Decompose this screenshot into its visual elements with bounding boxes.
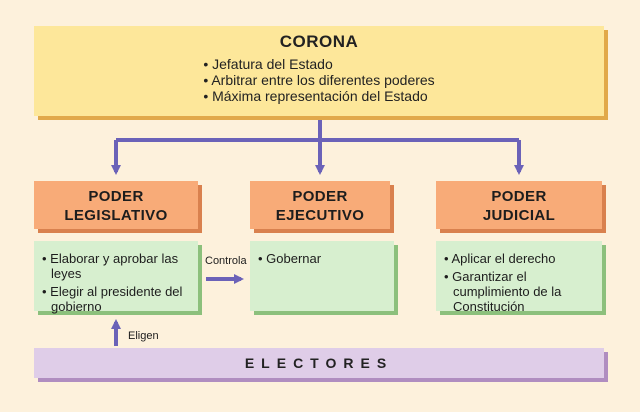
corona-box: CORONA Jefatura del Estado Arbitrar entr… xyxy=(34,26,604,116)
header-line: PODER xyxy=(292,188,348,205)
function-item: Gobernar xyxy=(258,251,388,266)
header-line: PODER xyxy=(491,188,547,205)
corona-item: Jefatura del Estado xyxy=(203,56,434,72)
corona-item: Máxima representación del Estado xyxy=(203,88,434,104)
legislativo-functions: Elaborar y aprobar las leyes Elegir al p… xyxy=(34,241,198,314)
electores-box: ELECTORES xyxy=(34,348,604,378)
poder-ejecutivo-header: PODER EJECUTIVO xyxy=(250,181,390,229)
corona-title: CORONA xyxy=(279,32,359,51)
poder-judicial-header: PODER JUDICIAL xyxy=(436,181,602,229)
judicial-functions: Aplicar el derecho Garantizar el cumplim… xyxy=(436,241,602,314)
poder-legislativo-header: PODER LEGISLATIVO xyxy=(34,181,198,229)
controla-label: Controla xyxy=(205,255,247,267)
function-item: Garantizar el cumplimiento de la Constit… xyxy=(444,269,596,314)
header-line: EJECUTIVO xyxy=(275,207,365,224)
corona-list: Jefatura del Estado Arbitrar entre los d… xyxy=(203,56,434,104)
function-item: Aplicar el derecho xyxy=(444,251,596,266)
header-line: JUDICIAL xyxy=(482,207,556,224)
ejecutivo-functions: Gobernar xyxy=(250,241,394,311)
eligen-label: Eligen xyxy=(128,330,159,342)
corona-item: Arbitrar entre los diferentes poderes xyxy=(203,72,434,88)
header-line: PODER xyxy=(88,188,144,205)
function-item: Elaborar y aprobar las leyes xyxy=(42,251,192,281)
header-line: LEGISLATIVO xyxy=(64,207,168,224)
function-item: Elegir al presidente del gobierno xyxy=(42,284,192,314)
